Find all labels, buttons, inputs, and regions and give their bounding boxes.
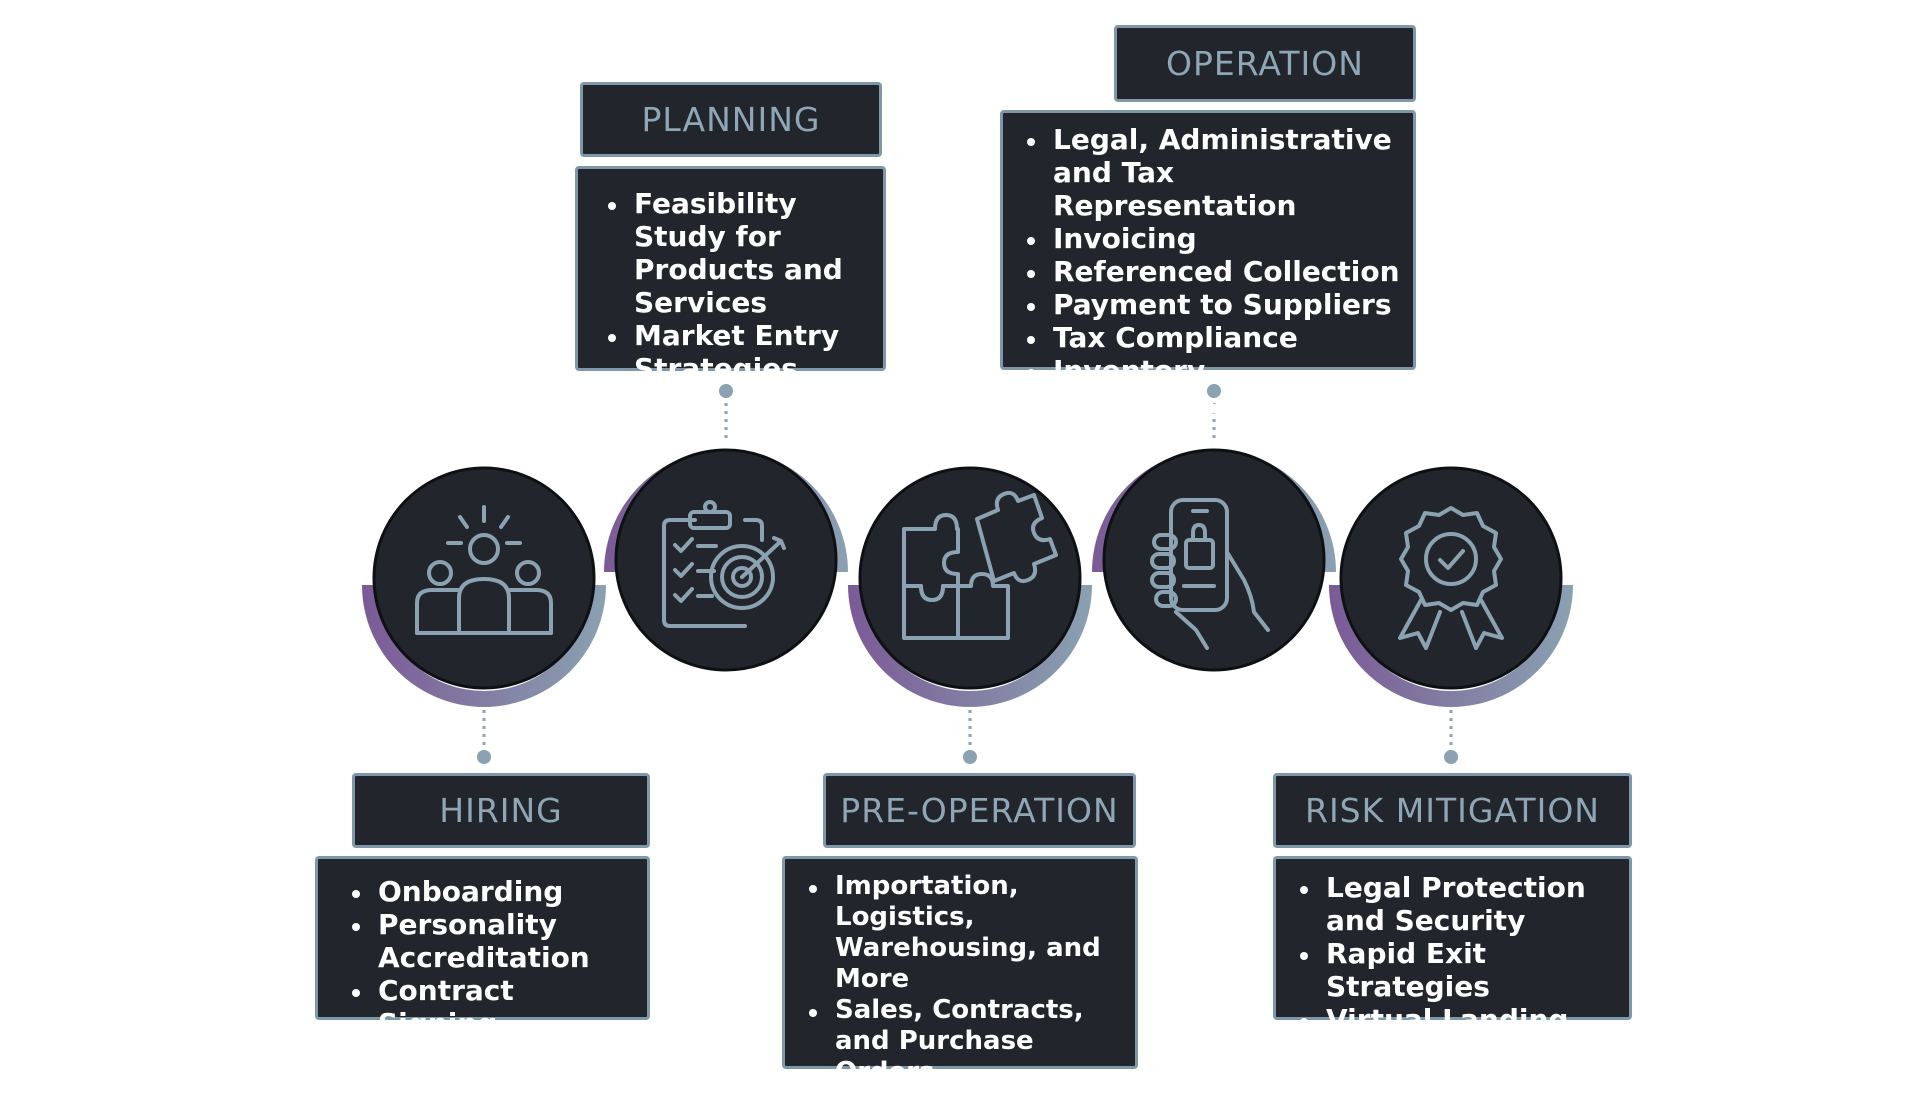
list-item: Legal Protection and Security [1296, 871, 1619, 937]
stage-title-pre-operation: PRE-OPERATION [823, 773, 1136, 848]
ring-hiring [362, 585, 606, 707]
list-item: Importation, Logistics, Warehousing, and… [805, 871, 1125, 995]
list-item: Invoicing [1023, 222, 1403, 255]
team-icon [415, 505, 553, 635]
stage-circle-pre-operation [858, 466, 1082, 690]
connector-risk-mitigation [1444, 710, 1458, 764]
list-item: Contract Signing [348, 974, 631, 1040]
list-item: Rapid Exit Strategies [1296, 937, 1619, 1003]
connector-operation [1207, 384, 1221, 442]
mobile-shopping-icon [1150, 498, 1270, 650]
stage-title-planning: PLANNING [580, 82, 882, 157]
list-item: Inventory Management [1023, 354, 1403, 420]
stage-list-hiring: Onboarding Personality Accreditation Con… [315, 856, 650, 1040]
clipboard-target-icon [662, 500, 786, 628]
stage-list-pre-operation: Importation, Logistics, Warehousing, and… [782, 856, 1138, 1118]
process-diagram [362, 384, 1573, 764]
stage-title-risk-mitigation: RISK MITIGATION [1273, 773, 1632, 848]
connector-planning [719, 384, 733, 442]
list-item: Feasibility Study for Products and Servi… [604, 187, 869, 319]
list-item: Onboarding [348, 875, 631, 908]
stage-list-operation: Legal, Administrative and Tax Representa… [1000, 110, 1416, 420]
award-badge-icon [1398, 506, 1504, 650]
stage-circle-risk-mitigation [1339, 466, 1563, 690]
list-item: Virtual Landing [1296, 1003, 1619, 1036]
stage-list-risk-mitigation: Legal Protection and Security Rapid Exit… [1273, 856, 1632, 1036]
ring-pre-operation [848, 585, 1092, 707]
connector-pre-operation [963, 710, 977, 764]
list-item: Payment to Suppliers [1023, 288, 1403, 321]
list-item: Web Services [805, 1088, 1125, 1119]
list-item: Legal, Administrative and Tax Representa… [1023, 123, 1403, 222]
list-item: Personality Accreditation [348, 908, 631, 974]
list-item: Tax Compliance [1023, 321, 1403, 354]
stage-title-hiring: HIRING [352, 773, 650, 848]
connector-hiring [477, 710, 491, 764]
stage-title-operation: OPERATION [1114, 25, 1416, 102]
stage-circle-planning [614, 448, 838, 672]
puzzle-icon [902, 490, 1058, 640]
list-item: Sales, Contracts, and Purchase Orders [805, 995, 1125, 1088]
list-item: Market Entry Strategies [604, 319, 869, 385]
stage-list-planning: Feasibility Study for Products and Servi… [575, 166, 886, 385]
list-item: Referenced Collection [1023, 255, 1403, 288]
ring-risk-mitigation [1329, 585, 1573, 707]
